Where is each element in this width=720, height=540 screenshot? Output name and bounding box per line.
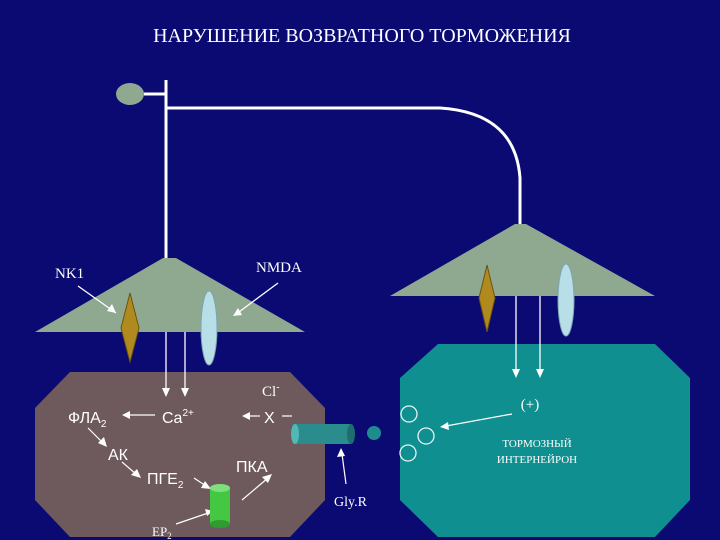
glyr-channel-left	[291, 424, 299, 444]
diagram-title: НАРУШЕНИЕ ВОЗВРАТНОГО ТОРМОЖЕНИЯ	[153, 25, 571, 47]
presynaptic-soma	[116, 83, 144, 105]
nmda-label: NMDA	[256, 260, 302, 276]
right-nmda-receptor	[558, 264, 574, 336]
nk1-label: NK1	[55, 266, 84, 282]
ep2-channel-bottom	[210, 520, 230, 528]
glycine-dot	[367, 426, 381, 440]
ak-label: АК	[108, 447, 129, 464]
ep2-channel-top	[210, 484, 230, 492]
interneuron-label-line1: ТОРМОЗНЫЙ	[502, 438, 571, 450]
interneuron-plus-sign: (+)	[521, 397, 539, 413]
arrowhead-glyr	[337, 448, 345, 457]
nmda-receptor	[201, 291, 217, 365]
block-mark: X	[264, 410, 275, 427]
pka-label: ПКА	[236, 459, 268, 476]
interneuron-label-line2: ИНТЕРНЕЙРОН	[497, 454, 577, 466]
right-neuron-body	[390, 224, 655, 296]
left-cell-body	[35, 372, 325, 537]
axon-right-branch	[166, 108, 520, 224]
glyr-channel	[295, 424, 351, 444]
glyr-channel-right	[347, 424, 355, 444]
arrow-glyr	[342, 454, 346, 484]
ep2-channel	[210, 488, 230, 524]
glyr-label: Gly.R	[334, 495, 368, 510]
